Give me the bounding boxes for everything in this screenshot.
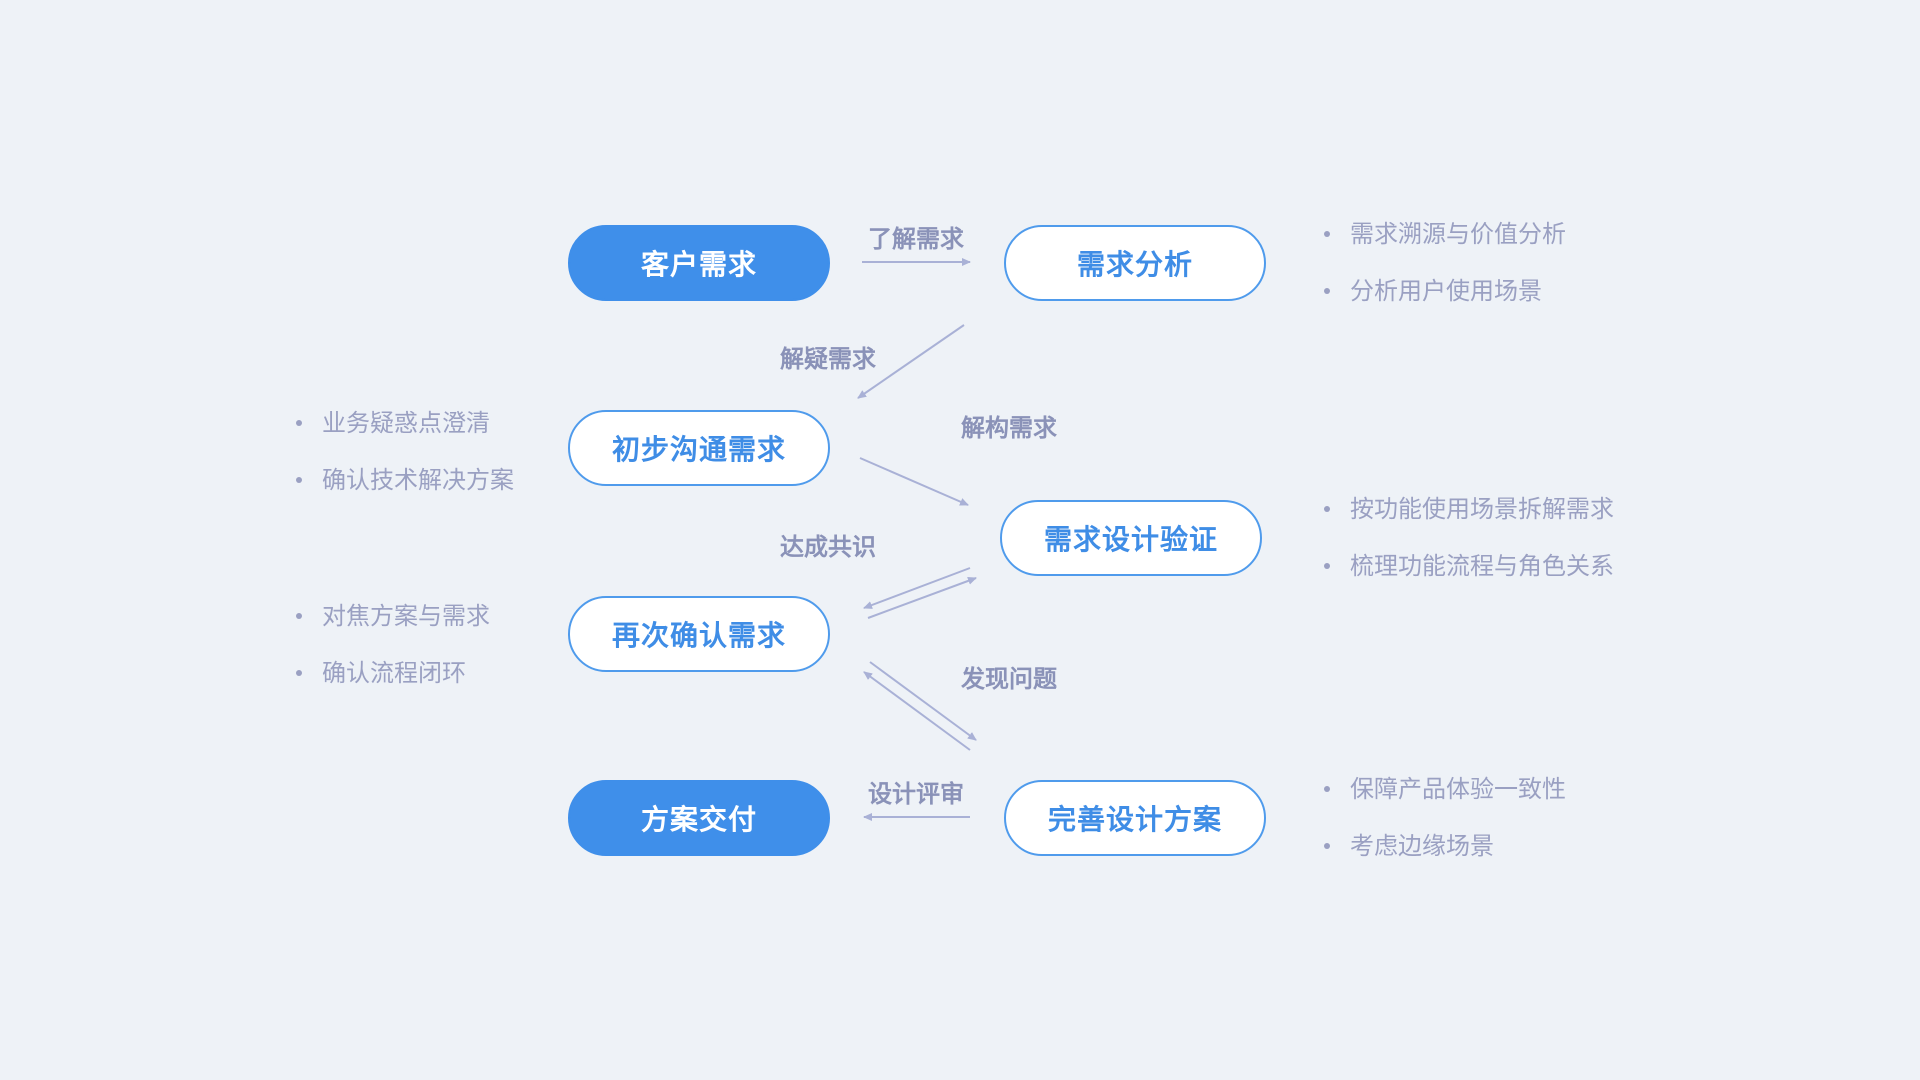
- notes-need-analysis: 需求溯源与价值分析 分析用户使用场景: [1324, 217, 1566, 331]
- arrow-find-issue-forward: [869, 661, 977, 741]
- arrow-clarify: [857, 324, 965, 399]
- node-need-analysis: 需求分析: [1004, 225, 1266, 301]
- edge-label-deconstruct: 解构需求: [961, 414, 1057, 442]
- edge-label-clarify: 解疑需求: [780, 345, 876, 373]
- arrow-deconstruct: [859, 457, 969, 506]
- note-item: 分析用户使用场景: [1324, 274, 1566, 331]
- note-item: 业务疑惑点澄清: [296, 406, 514, 463]
- notes-design-verification: 按功能使用场景拆解需求 梳理功能流程与角色关系: [1324, 492, 1614, 606]
- node-customer-need: 客户需求: [568, 225, 830, 301]
- node-reconfirm: 再次确认需求: [568, 596, 830, 672]
- note-item: 确认技术解决方案: [296, 463, 514, 520]
- node-improve-design: 完善设计方案: [1004, 780, 1266, 856]
- note-item: 按功能使用场景拆解需求: [1324, 492, 1614, 549]
- notes-initial-communication: 业务疑惑点澄清 确认技术解决方案: [296, 406, 514, 520]
- edge-label-review: 设计评审: [868, 780, 964, 808]
- arrow-find-issue-back: [863, 671, 971, 751]
- notes-improve-design: 保障产品体验一致性 考虑边缘场景: [1324, 772, 1566, 886]
- note-item: 保障产品体验一致性: [1324, 772, 1566, 829]
- arrow-consensus-forward: [867, 577, 977, 619]
- node-delivery: 方案交付: [568, 780, 830, 856]
- note-item: 考虑边缘场景: [1324, 829, 1566, 886]
- notes-reconfirm: 对焦方案与需求 确认流程闭环: [296, 599, 490, 713]
- note-item: 需求溯源与价值分析: [1324, 217, 1566, 274]
- note-item: 确认流程闭环: [296, 656, 490, 713]
- edge-label-consensus: 达成共识: [780, 533, 876, 561]
- node-initial-communication: 初步沟通需求: [568, 410, 830, 486]
- arrow-consensus-back: [863, 567, 971, 609]
- node-design-verification: 需求设计验证: [1000, 500, 1262, 576]
- edge-label-find-issue: 发现问题: [961, 665, 1057, 693]
- note-item: 对焦方案与需求: [296, 599, 490, 656]
- note-item: 梳理功能流程与角色关系: [1324, 549, 1614, 606]
- edge-label-understand: 了解需求: [868, 225, 964, 253]
